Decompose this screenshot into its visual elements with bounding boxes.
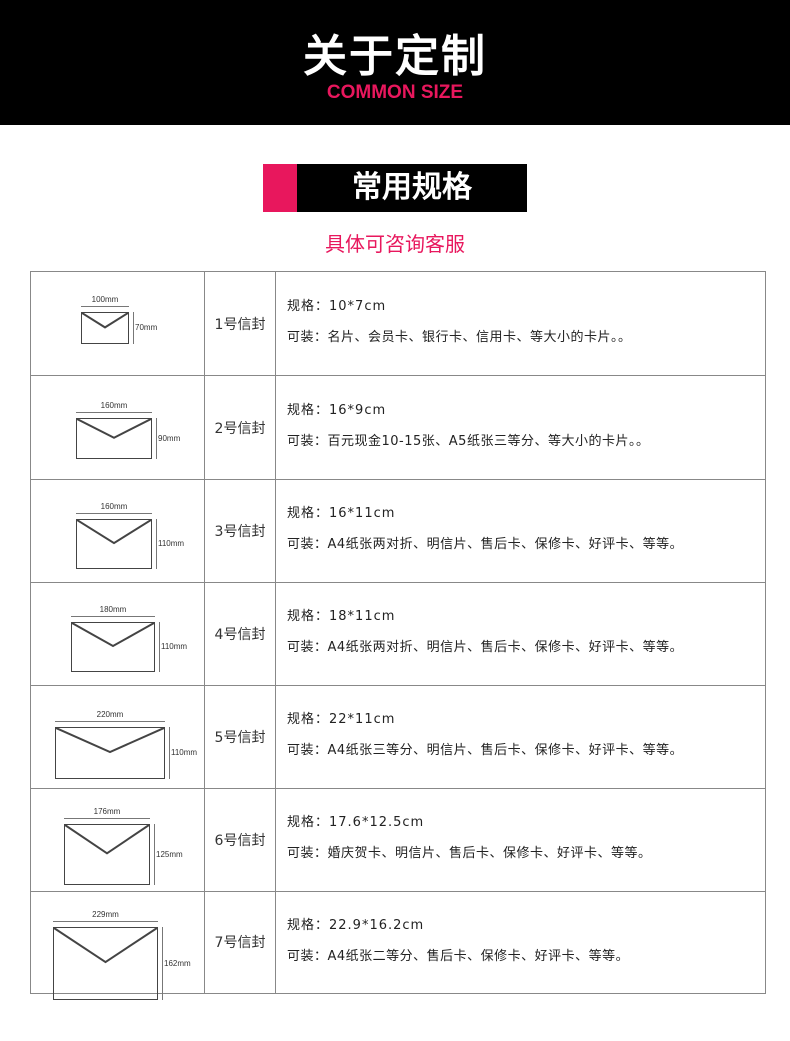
envelope-illustration: 220mm 110mm [31,685,205,788]
height-label: 162mm [164,958,191,968]
table-row: 220mm 110mm 5号信封规格：22*11cm 可装：A4纸张三等分、明信片、售… [31,685,765,789]
height-label: 110mm [171,748,198,757]
usage-text: 可装：A4纸张两对折、明信片、售后卡、保修卡、好评卡、等等。 [287,537,684,552]
height-dimension-line [162,927,163,1000]
envelope-description: 规格：17.6*12.5cm 可装：婚庆贺卡、明信片、售后卡、保修卡、好评卡、等等… [276,788,765,891]
section-title: 常用规格 [297,164,527,212]
height-dimension-line [156,418,157,459]
envelope-description: 规格：22.9*16.2cm 可装：A4纸张二等分、售后卡、保修卡、好评卡、等等。 [276,891,765,993]
table-row: 180mm 110mm 4号信封规格：18*11cm 可装：A4纸张两对折、明信片、售… [31,582,765,686]
envelope-name: 2号信封 [205,376,276,479]
spec-text: 规格：22*11cm [287,712,396,727]
envelope-icon [53,927,158,1000]
envelope-flap [77,520,151,543]
height-dimension-line [169,727,170,779]
envelope-flap [77,419,151,438]
spec-text: 规格：18*11cm [287,609,396,624]
height-label: 70mm [135,323,158,332]
envelope-description: 规格：10*7cm 可装：名片、会员卡、银行卡、信用卡、等大小的卡片。。 [276,272,765,375]
page-title: 关于定制 [303,31,487,82]
envelope-icon [76,418,152,459]
table-row: 229mm 162mm 7号信封规格：22.9*16.2cm 可装：A4纸张二等分、售… [31,891,765,1000]
usage-text: 可装：百元现金10-15张、A5纸张三等分、等大小的卡片。。 [287,434,650,449]
width-dimension-line [71,616,155,617]
height-label: 110mm [161,642,188,651]
envelope-icon [71,622,155,672]
envelope-flap [65,825,149,853]
width-dimension-line [53,921,158,922]
height-label: 125mm [156,849,183,859]
envelope-illustration: 180mm 110mm [31,582,205,685]
height-dimension-line [154,824,155,885]
envelope-name: 6号信封 [205,788,276,891]
envelope-illustration: 176mm 125mm [31,788,205,891]
height-dimension-line [133,312,134,344]
width-label: 160mm [100,401,128,410]
envelope-icon [64,824,150,885]
usage-text: 可装：A4纸张两对折、明信片、售后卡、保修卡、好评卡、等等。 [287,640,684,655]
usage-text: 可装：名片、会员卡、银行卡、信用卡、等大小的卡片。。 [287,330,632,345]
width-label: 220mm [96,710,124,719]
width-label: 100mm [91,295,119,304]
envelope-name: 3号信封 [205,479,276,582]
envelope-name: 1号信封 [205,272,276,375]
width-dimension-line [76,513,152,514]
envelope-name: 5号信封 [205,685,276,788]
table-row: 176mm 125mm 6号信封规格：17.6*12.5cm 可装：婚庆贺卡、明信片、… [31,788,765,892]
size-table: 100mm 70mm 1号信封规格：10*7cm 可装：名片、会员卡、银行卡、信用卡、… [30,271,766,1000]
envelope-illustration: 160mm 90mm [31,376,205,479]
usage-text: 可装：A4纸张二等分、售后卡、保修卡、好评卡、等等。 [287,949,630,964]
envelope-description: 规格：22*11cm 可装：A4纸张三等分、明信片、售后卡、保修卡、好评卡、等等。 [276,685,765,788]
width-dimension-line [55,721,165,722]
height-dimension-line [159,622,160,672]
envelope-name: 4号信封 [205,582,276,685]
usage-text: 可装：婚庆贺卡、明信片、售后卡、保修卡、好评卡、等等。 [287,846,652,861]
width-label: 229mm [92,910,119,919]
width-label: 176mm [93,807,121,816]
height-dimension-line [156,519,157,569]
spec-text: 规格：16*11cm [287,506,396,521]
envelope-flap [54,928,157,962]
envelope-illustration: 100mm 70mm [31,272,205,375]
envelope-icon [81,312,129,344]
table-row: 100mm 70mm 1号信封规格：10*7cm 可装：名片、会员卡、银行卡、信用卡、… [31,272,765,376]
section-note: 具体可咨询客服 [325,232,465,256]
width-dimension-line [81,306,129,307]
envelope-description: 规格：16*11cm 可装：A4纸张两对折、明信片、售后卡、保修卡、好评卡、等等。 [276,479,765,582]
page-subtitle: COMMON SIZE [326,82,464,103]
spec-text: 规格：17.6*12.5cm [287,815,425,830]
envelope-flap [82,313,128,327]
width-label: 160mm [100,502,128,511]
width-dimension-line [64,818,150,819]
table-row: 160mm 110mm 3号信封规格：16*11cm 可装：A4纸张两对折、明信片、售… [31,479,765,583]
envelope-flap [72,623,154,646]
section-accent [263,164,297,212]
width-dimension-line [76,412,152,413]
envelope-icon [76,519,152,569]
width-label: 180mm [99,605,127,614]
envelope-name: 7号信封 [205,891,276,993]
envelope-illustration: 160mm 110mm [31,479,205,582]
table-row: 160mm 90mm 2号信封规格：16*9cm 可装：百元现金10-15张、A5纸张… [31,376,765,480]
height-label: 90mm [158,433,181,443]
spec-text: 规格：22.9*16.2cm [287,918,425,933]
envelope-illustration: 229mm 162mm [31,891,205,1000]
usage-text: 可装：A4纸张三等分、明信片、售后卡、保修卡、好评卡、等等。 [287,743,684,758]
height-label: 110mm [158,539,185,548]
spec-text: 规格：16*9cm [287,403,387,418]
envelope-icon [55,727,165,779]
envelope-description: 规格：18*11cm 可装：A4纸张两对折、明信片、售后卡、保修卡、好评卡、等等。 [276,582,765,685]
envelope-flap [56,728,164,752]
header-banner: 关于定制 COMMON SIZE [0,0,790,125]
envelope-description: 规格：16*9cm 可装：百元现金10-15张、A5纸张三等分、等大小的卡片。。 [276,376,765,479]
spec-text: 规格：10*7cm [287,299,387,314]
